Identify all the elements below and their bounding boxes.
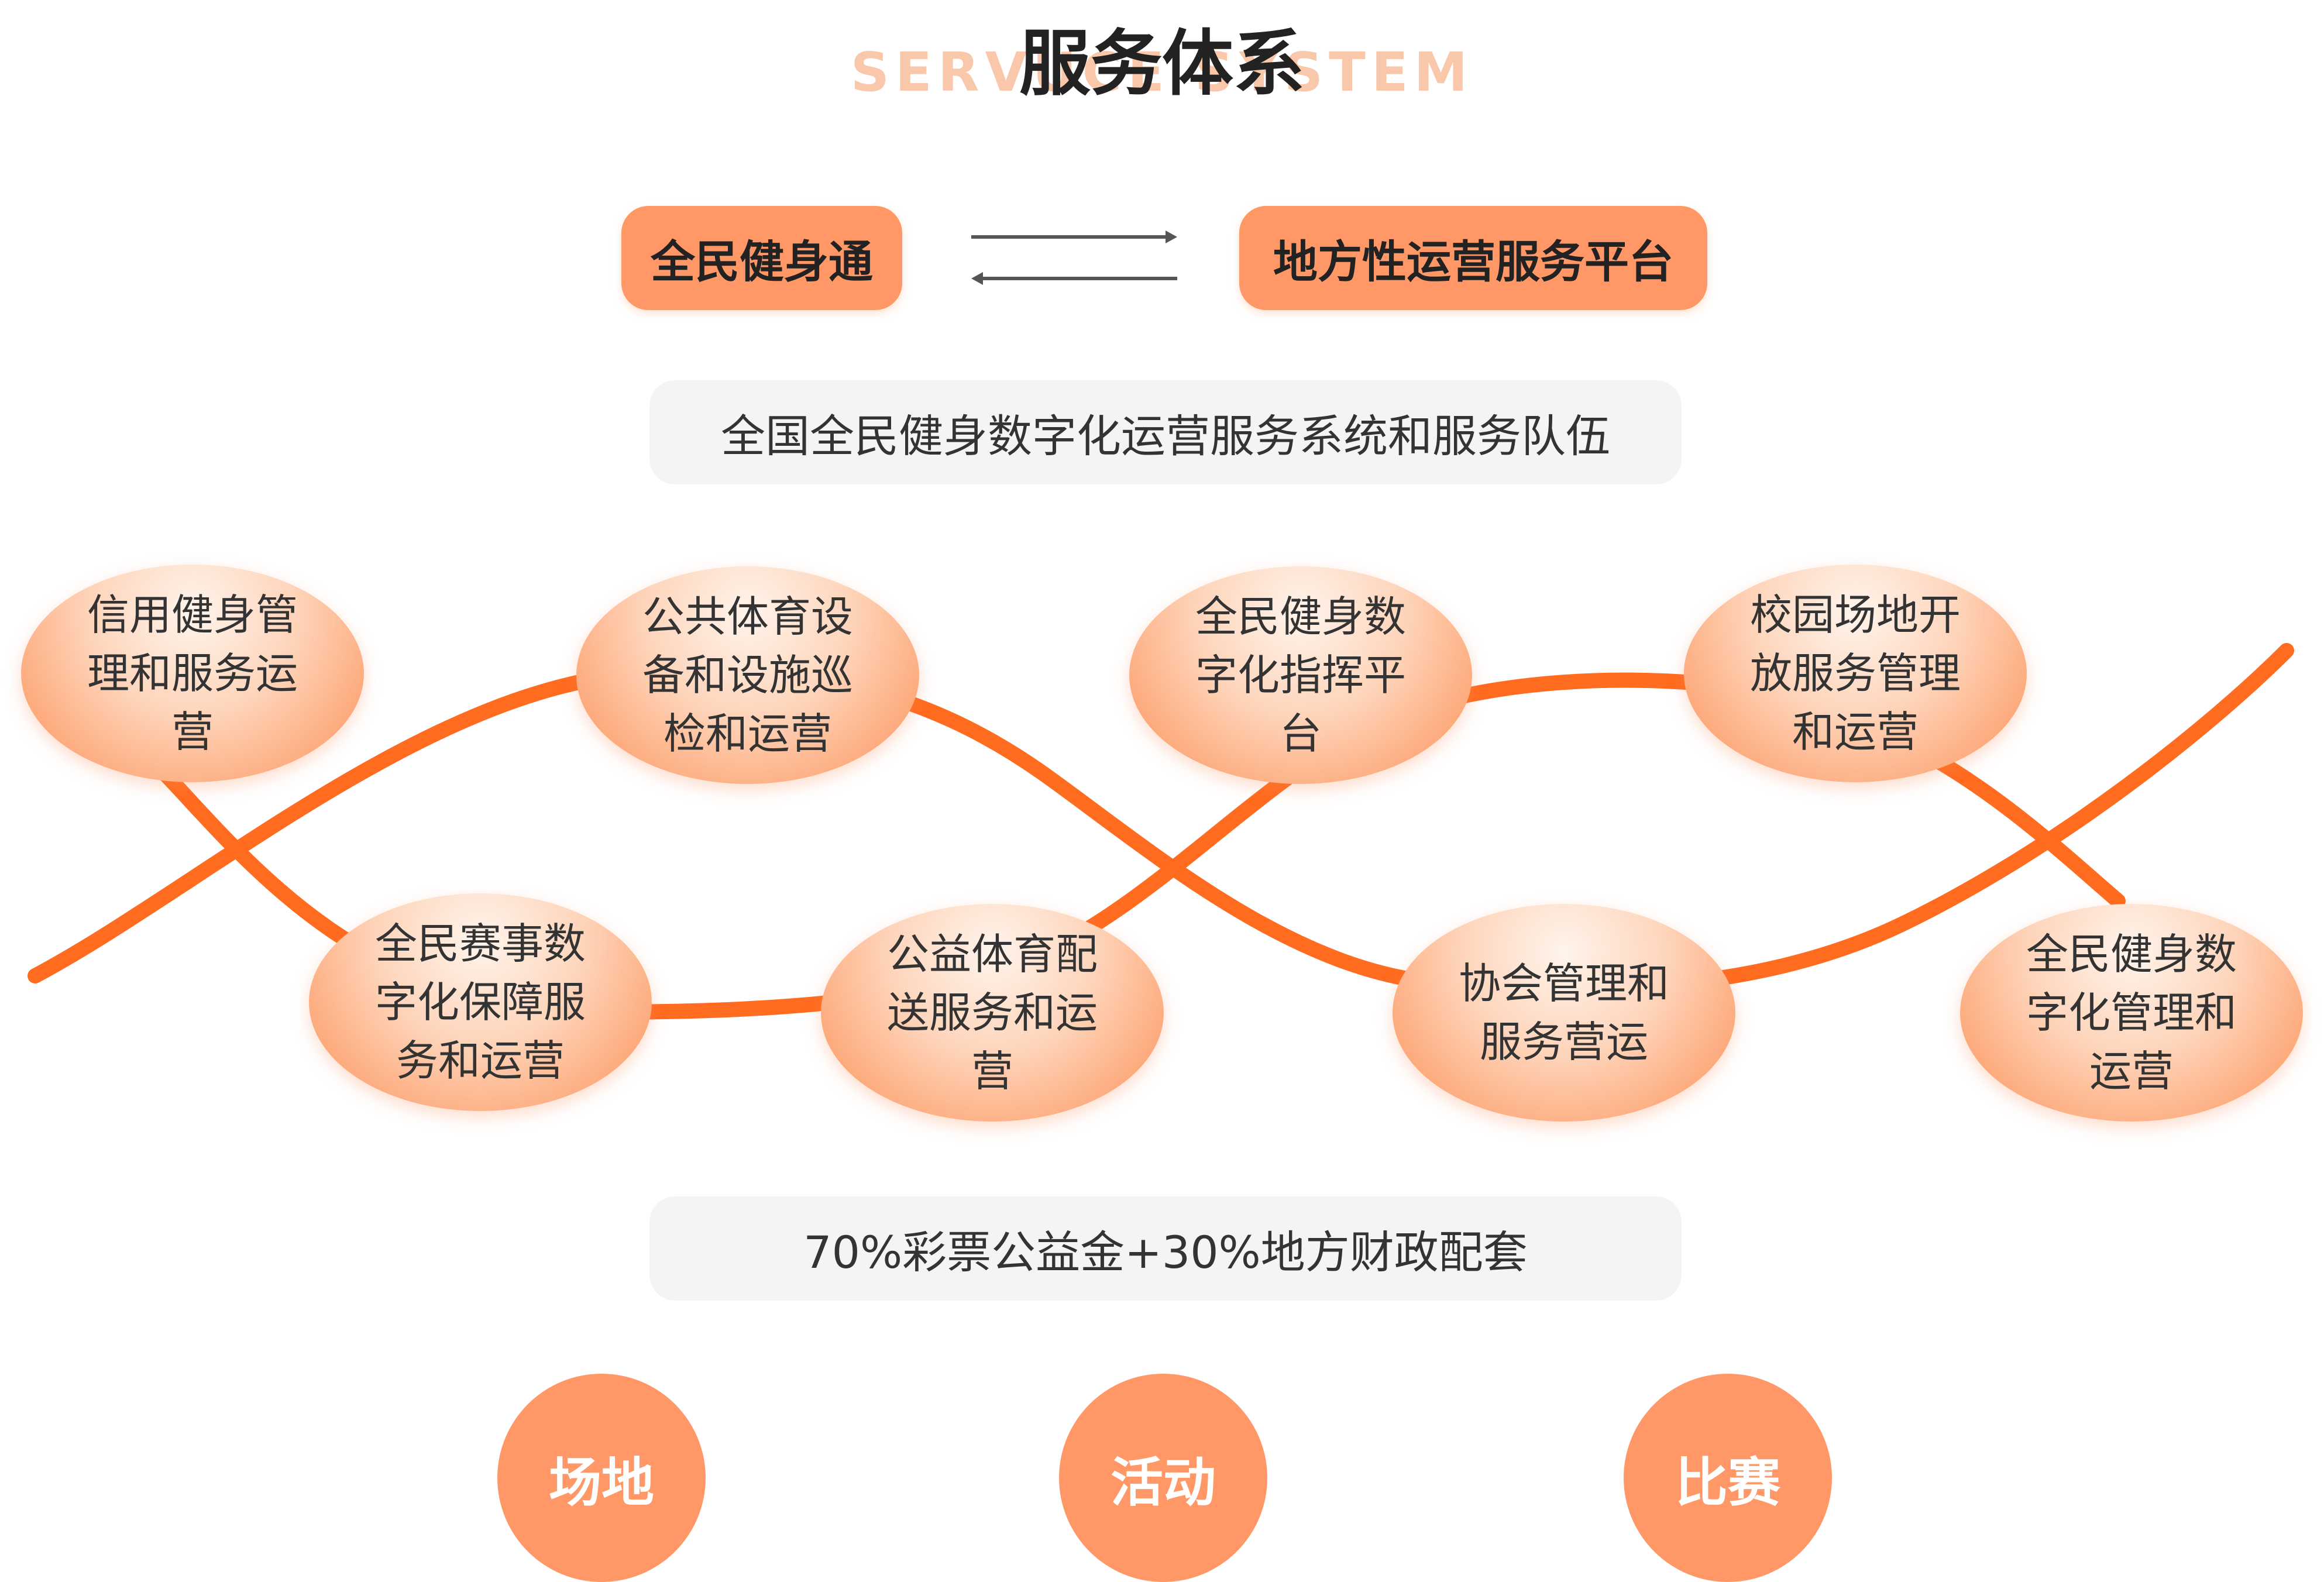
arrow-left-icon	[971, 272, 1177, 285]
pillar-competition: 比赛	[1624, 1374, 1832, 1582]
node-public-delivery: 公益体育配送服务和运营	[821, 904, 1164, 1122]
platform-local-operation-label: 地方性运营服务平台	[1273, 236, 1673, 288]
node-event-support-label: 全民赛事数字化保障服务和运营	[374, 919, 586, 1085]
pillar-activity: 活动	[1059, 1374, 1267, 1582]
pillar-venue: 场地	[497, 1374, 706, 1582]
node-association-management: 协会管理和服务营运	[1393, 904, 1735, 1122]
funding-label: 70%彩票公益金+30%地方财政配套	[803, 1226, 1528, 1278]
node-facility-inspection: 公共体育设备和设施巡检和运营	[576, 566, 919, 784]
subtitle-english: SERVUCE SYSTEM	[850, 41, 1474, 104]
node-public-delivery-label: 公益体育配送服务和运营	[886, 930, 1098, 1096]
page-title: 服务体系	[1019, 22, 1305, 105]
node-facility-inspection-label: 公共体育设备和设施巡检和运营	[642, 592, 853, 758]
wave-curve-a	[27, 643, 2294, 996]
platform-fitness-pass: 全民健身通	[621, 206, 902, 310]
node-event-support: 全民赛事数字化保障服务和运营	[309, 893, 652, 1111]
node-campus-venue: 校园场地开放服务管理和运营	[1684, 565, 2027, 782]
pillar-venue-label: 场地	[549, 1452, 654, 1514]
arrow-right-icon	[971, 231, 1177, 243]
national-service-system-banner: 全国全民健身数字化运营服务系统和服务队伍	[649, 380, 1682, 484]
national-service-system-label: 全国全民健身数字化运营服务系统和服务队伍	[721, 410, 1610, 462]
node-credit-fitness: 信用健身管理和服务运营	[21, 565, 364, 782]
funding-banner: 70%彩票公益金+30%地方财政配套	[649, 1196, 1682, 1301]
node-command-platform-label: 全民健身数字化指挥平台	[1195, 592, 1406, 758]
pillar-competition-label: 比赛	[1675, 1452, 1780, 1514]
node-credit-fitness-label: 信用健身管理和服务运营	[87, 590, 298, 756]
platform-local-operation: 地方性运营服务平台	[1239, 206, 1707, 310]
node-digital-management-label: 全民健身数字化管理和运营	[2026, 930, 2237, 1096]
node-campus-venue-label: 校园场地开放服务管理和运营	[1749, 590, 1961, 756]
node-digital-management: 全民健身数字化管理和运营	[1960, 904, 2303, 1122]
pillar-activity-label: 活动	[1111, 1452, 1216, 1514]
platform-fitness-pass-label: 全民健身通	[651, 236, 873, 288]
node-association-management-label: 协会管理和服务营运	[1458, 959, 1669, 1067]
node-command-platform: 全民健身数字化指挥平台	[1129, 566, 1472, 784]
